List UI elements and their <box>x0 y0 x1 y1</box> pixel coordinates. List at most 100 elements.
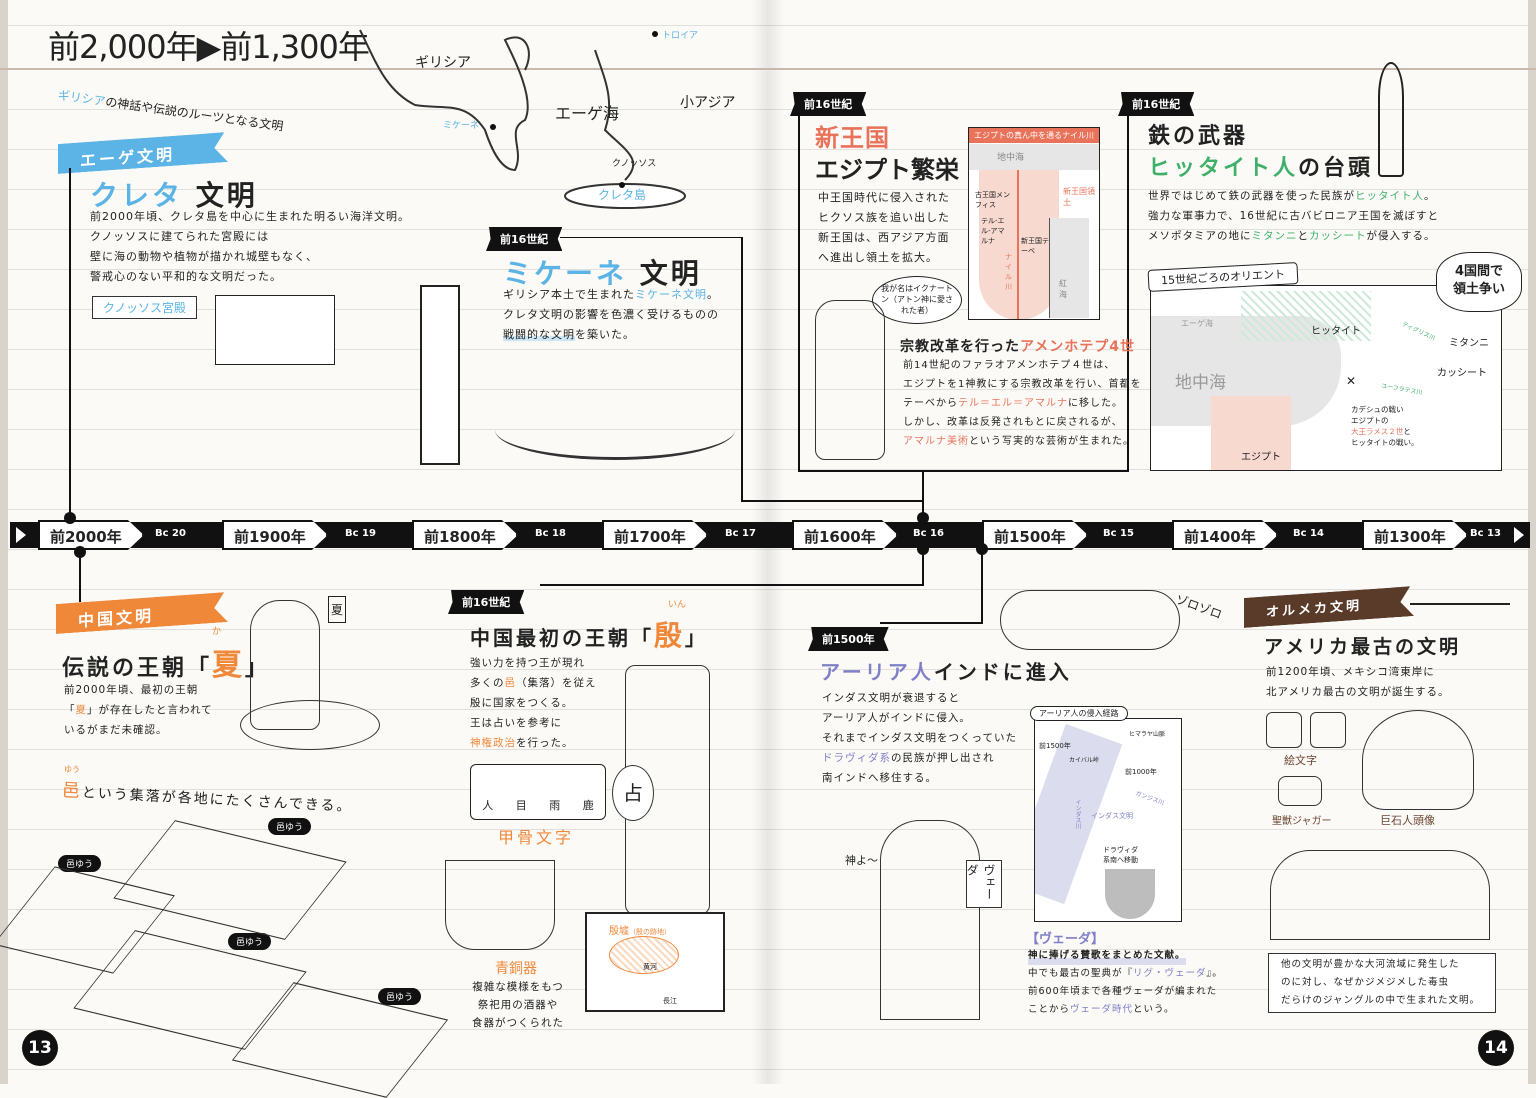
timeline-year: 前1400年 <box>1172 520 1278 550</box>
map-label-mitanni: ミタンニ <box>1449 338 1489 349</box>
map-label-territory: 新王国領土 <box>1063 187 1095 207</box>
text: 。 <box>707 288 719 301</box>
text-line: しかし、改革は反発されもとに戻されるが、 <box>903 417 1123 428</box>
map-label-ganges: ガンジス川 <box>1134 790 1165 807</box>
text-line: 北アメリカ最古の文明が誕生する。 <box>1266 686 1450 698</box>
map-label-med: 地中海 <box>969 144 1099 170</box>
text: 』。 <box>1206 968 1223 979</box>
timeline-year: 前2000年 <box>38 520 144 550</box>
text: テーベから <box>903 398 958 409</box>
text-line: 「夏」が存在したと言われて <box>64 700 213 720</box>
text-line: 壁に海の動物や植物が描かれ城壁もなく、 <box>90 250 318 263</box>
text: と <box>1403 427 1411 436</box>
highlight: テル＝エル＝アマルナ <box>958 398 1068 409</box>
highlight: ミケーネ文明 <box>635 288 707 301</box>
timeline-year: 前1800年 <box>412 520 518 550</box>
header-rule <box>0 68 1536 70</box>
text: の民族が押し出され <box>891 752 995 764</box>
text-line: 他の文明が豊かな大河流域に発生した <box>1281 959 1460 970</box>
text-line: ヒッタイトの戦い。 <box>1351 438 1419 447</box>
sword-icon <box>1378 62 1404 177</box>
text-line: いるがまだ未確認。 <box>64 724 168 736</box>
text-line: 前2000年頃、クレタ島を中心に生まれた明るい海洋文明。 <box>90 210 410 223</box>
timeline-bar: 前2000年 Bc 20 前1900年 Bc 19 前1800年 Bc 18 前… <box>10 520 1530 550</box>
text-line: メソポタミアの地にミタンニとカッシートが侵入する。 <box>1148 226 1439 246</box>
veda-scroll: ヴェーダ <box>965 860 1002 908</box>
text: が侵入する。 <box>1366 230 1436 242</box>
text-line: クノッソスに建てられた宮殿には <box>90 230 270 243</box>
highlight: 戦闘的な文明 <box>503 328 575 341</box>
olmec-title: アメリカ最古の文明 <box>1264 636 1462 658</box>
mycenae-title: ミケーネ 文明 <box>503 252 702 292</box>
battle-marker-icon: ✕ <box>1346 374 1357 388</box>
bronze-vessel-illustration <box>445 860 555 950</box>
title-civilization: 文明 <box>639 257 702 290</box>
map-label-indus: インダス川 <box>1074 799 1081 829</box>
text-line: ドラヴィダ系の民族が押し出され <box>822 748 1017 768</box>
timeline-century: Bc 14 <box>1293 528 1324 539</box>
hittite-title-rise: ヒッタイト人の台頭 <box>1148 150 1373 182</box>
egypt-title-new-kingdom: 新王国 <box>815 124 890 152</box>
hittite-text: 世界ではじめて鉄の武器を使った民族がヒッタイト人。 強力な軍事力で、16世紀に古… <box>1148 186 1439 246</box>
map-label-asia-minor: 小アジア <box>680 95 736 111</box>
text-line: クレタ文明の影響を色濃く受けるものの <box>503 308 719 321</box>
oracle-bone-stamp: 占 <box>612 765 654 821</box>
page-number-left: 13 <box>22 1030 58 1066</box>
glyph-eye: 目 <box>515 799 527 812</box>
timeline-year: 前1600年 <box>792 520 898 550</box>
egypt-frame <box>798 110 1129 472</box>
text-line: へ進出し領土を拡大。 <box>818 251 938 264</box>
map-label-1000: 前1000年 <box>1125 768 1157 776</box>
map-label-ruins: 殷墟（殷の跡地） <box>609 922 671 937</box>
map-label-khyber: カイバル峠 <box>1069 757 1099 764</box>
timeline-century: Bc 13 <box>1470 528 1501 539</box>
priest-illustration <box>880 820 980 1020</box>
bronze-label: 青銅器 <box>495 961 537 977</box>
connector-line <box>79 556 81 602</box>
yin-ruins-map: 殷墟（殷の跡地） 黄河 長江 <box>585 912 725 1012</box>
highlight: 神権政治 <box>470 737 516 749</box>
settlement-label: 邑ゆう <box>58 855 102 872</box>
settlement-label: 邑ゆう <box>228 933 272 950</box>
timeline-century: Bc 16 <box>913 528 944 539</box>
text: という。 <box>1133 1004 1175 1015</box>
highlight: ヒッタイト人 <box>1355 190 1424 202</box>
connector-line <box>741 500 924 502</box>
text-line: 神に捧げる賛歌をまとめた文献。 <box>1028 947 1186 965</box>
boat-illustration <box>495 400 735 460</box>
ruby-yu: ゆう <box>64 765 80 774</box>
map-label-memphis: 古王国メンフィス <box>975 191 1010 209</box>
text: 中国最初の王朝「 <box>470 626 654 650</box>
text: 」 <box>685 626 709 650</box>
connector-line <box>560 237 742 238</box>
text-line: アーリア人がインドに侵入。 <box>822 712 971 724</box>
timeline-year: 前1300年 <box>1362 520 1468 550</box>
timeline-year: 前1500年 <box>982 520 1088 550</box>
hittite-area <box>1241 291 1371 341</box>
veda-text: 神に捧げる賛歌をまとめた文献。 中でも最古の聖典が『リグ・ヴェーダ』。 前600… <box>1028 947 1223 1019</box>
map-label-greece: ギリシア <box>415 55 471 71</box>
text: を行った。 <box>516 737 574 749</box>
egypt-reform-text: 前14世紀のファラオアメンホテプ４世は、 エジプトを1神教にする宗教改革を行い、… <box>903 356 1141 451</box>
title-civilization: 文明 <box>195 179 258 212</box>
jaguar-label: 聖獣ジャガー <box>1272 816 1332 827</box>
timeline-marker <box>74 546 86 558</box>
text-line: 世界ではじめて鉄の武器を使った民族がヒッタイト人。 <box>1148 186 1439 206</box>
jungle-illustration <box>1270 850 1490 940</box>
text: インドに進入 <box>933 660 1072 684</box>
map-label-indus-civ: インダス文明 <box>1091 812 1133 820</box>
map-label-crete: クレタ島 <box>598 188 647 202</box>
connector-line <box>922 472 924 518</box>
text: 殷墟 <box>609 926 629 937</box>
glyph-person: 人 <box>482 799 494 812</box>
orient-map: エーゲ海 地中海 ヒッタイト ミタンニ カッシート エジプト ティグリス川 ユー… <box>1150 285 1502 471</box>
map-label-kassite: カッシート <box>1437 368 1487 379</box>
map-label-tigris: ティグリス川 <box>1400 320 1437 343</box>
egypt-area <box>1211 396 1291 470</box>
territory-area <box>979 170 1059 319</box>
xia-sign: 夏 <box>328 596 347 623</box>
era-tag: 前16世紀 <box>1118 92 1195 116</box>
text-line: ギリシア本土で生まれたミケーネ文明。 <box>503 285 719 305</box>
text-line: インダス文明が衰退すると <box>822 692 960 704</box>
kadesh-note: カデシュの戦いエジプトの大王ラメス２世とヒッタイトの戦い。 <box>1351 404 1419 448</box>
